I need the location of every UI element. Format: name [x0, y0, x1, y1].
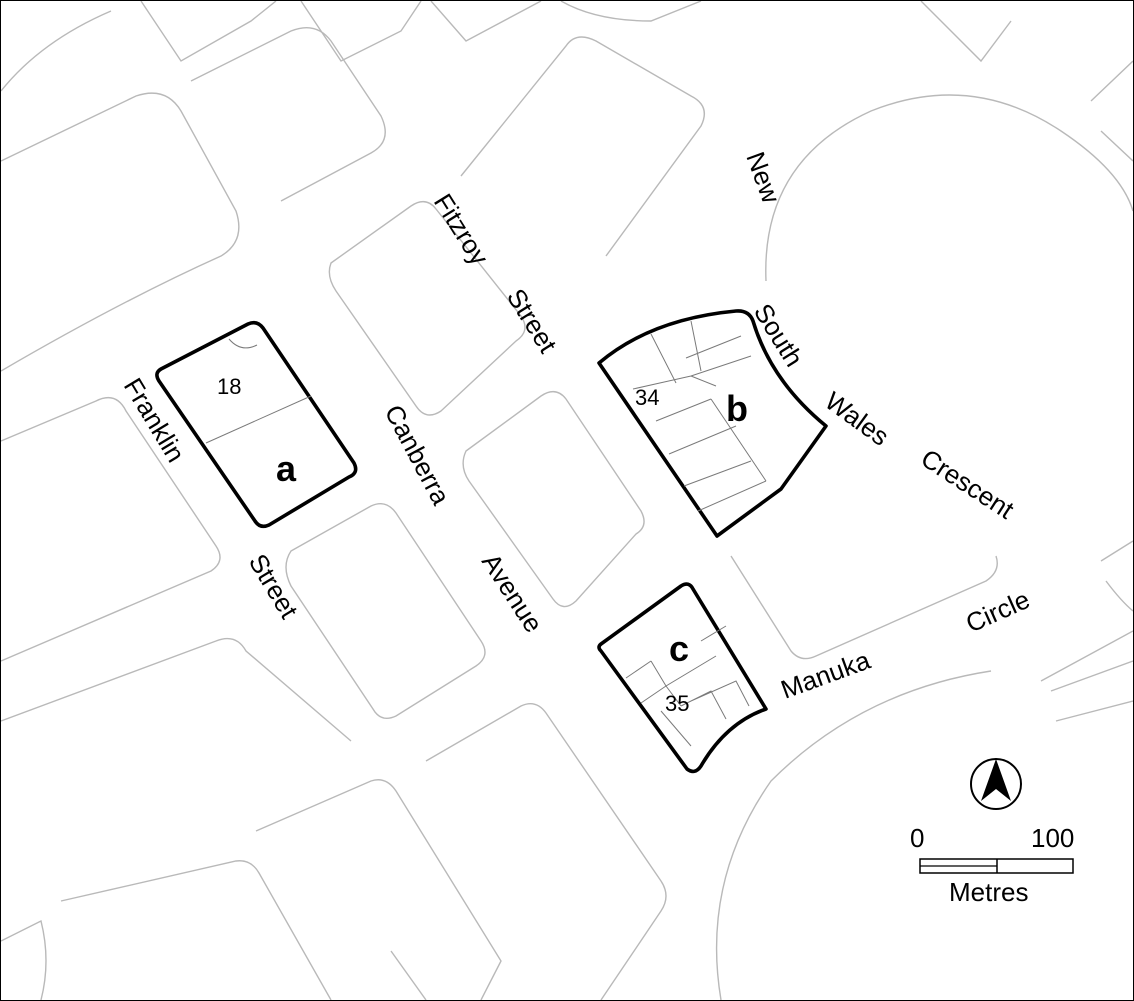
- block-manuka-southwest: [715, 670, 992, 1000]
- site-c-lots: [625, 625, 750, 747]
- site-a-lot-number: 18: [217, 374, 241, 399]
- scale-unit-label: Metres: [949, 877, 1028, 907]
- scale-end-label: 100: [1031, 823, 1074, 853]
- block-canberra-ne: [328, 201, 526, 416]
- label-fitzroy-street: Street: [501, 283, 564, 358]
- site-a-corner-arc: [228, 338, 258, 349]
- block-east-small: [1090, 60, 1133, 162]
- block-east-mid: [1040, 630, 1133, 722]
- site-a-lot-divider: [205, 395, 312, 444]
- label-new: New: [740, 148, 786, 207]
- block-franklin-south: [285, 503, 486, 719]
- block-south-edge: [1, 919, 47, 1000]
- site-c: c 35: [597, 582, 768, 774]
- north-arrow-icon: [970, 758, 1022, 810]
- block-fitzroy-north: [460, 36, 705, 257]
- site-c-boundary: [597, 582, 768, 774]
- label-wales: Wales: [819, 386, 894, 452]
- label-crescent: Crescent: [916, 443, 1020, 525]
- block-left-upper: [1, 92, 240, 372]
- site-a-letter: a: [276, 448, 297, 489]
- block-nw-top: [140, 1, 277, 62]
- label-manuka: Manuka: [777, 645, 875, 705]
- block-left-lower: [1, 397, 221, 662]
- site-b: 34 b: [597, 309, 828, 538]
- block-ne-circle: [765, 94, 1133, 282]
- block-ne-corner: [920, 1, 1012, 63]
- block-south-far-left: [60, 860, 332, 1000]
- scale-bar: 0 100 Metres: [910, 823, 1074, 907]
- site-c-lot-number: 35: [665, 691, 689, 716]
- scale-start-label: 0: [910, 823, 924, 853]
- site-b-boundary: [597, 309, 828, 538]
- block-east-upper: [1100, 540, 1133, 612]
- block-south-mid-a: [255, 779, 502, 1000]
- site-a: 18 a: [155, 320, 358, 529]
- block-top-right: [430, 1, 542, 42]
- label-canberra: Canberra: [379, 400, 457, 510]
- label-circle: Circle: [961, 584, 1034, 638]
- block-south-mid-b: [425, 703, 667, 1000]
- site-b-lots: [632, 320, 767, 512]
- block-canberra-mid: [462, 391, 645, 608]
- block-top-mid: [300, 1, 422, 62]
- label-avenue: Avenue: [476, 548, 549, 638]
- block-nw-arc: [1, 10, 112, 92]
- site-a-boundary: [155, 320, 358, 529]
- label-fitzroy: Fitzroy: [428, 188, 495, 270]
- site-c-letter: c: [669, 628, 689, 669]
- block-east-lower: [1050, 660, 1133, 692]
- block-fitzroy-top-corner: [560, 1, 702, 22]
- site-b-lot-number: 34: [635, 385, 659, 410]
- block-south-left: [1, 637, 352, 742]
- block-top-center: [190, 27, 386, 202]
- block-bottom-mid: [390, 950, 427, 1000]
- label-franklin-street: Street: [243, 549, 305, 625]
- site-b-letter: b: [726, 388, 748, 429]
- block-south-center: [730, 555, 998, 660]
